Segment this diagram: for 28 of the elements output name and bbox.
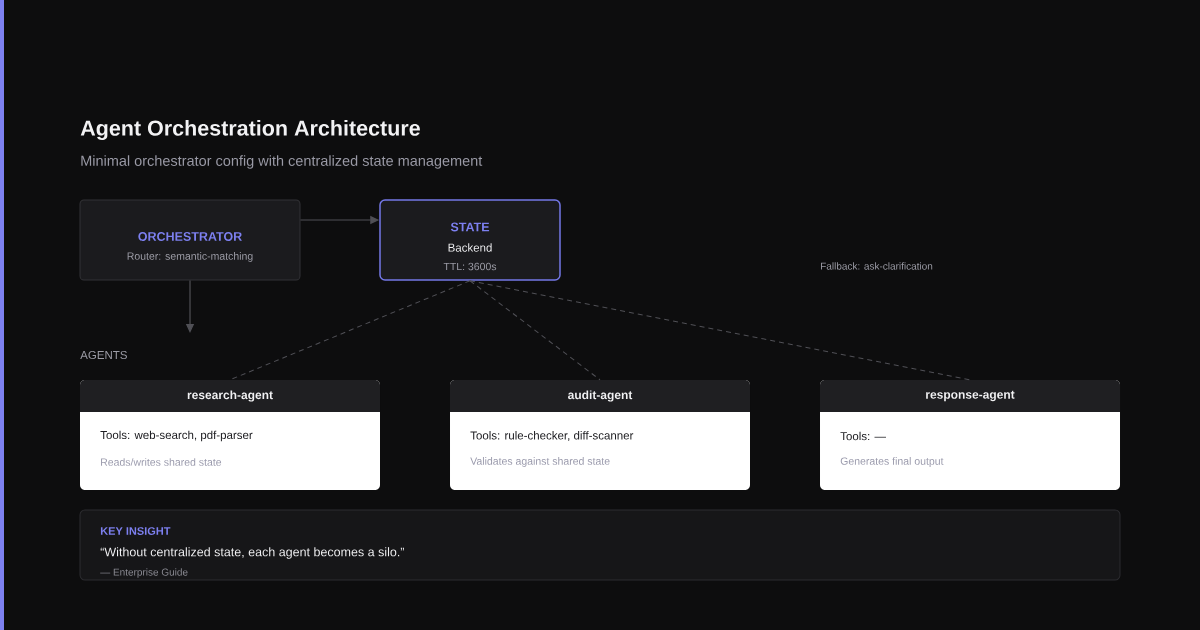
card-note: Reads/writes shared state [101, 458, 222, 466]
card [820, 380, 1120, 490]
card-text: Tools: web-search, pdf-parser [100, 430, 253, 442]
note-text: Fallback: ask-clarification [821, 262, 933, 270]
card-title: response-agent [926, 390, 1015, 402]
callout-heading: KEY INSIGHT [100, 527, 171, 535]
card-title: research-agent [187, 390, 273, 402]
subtitle: Minimal orchestrator config with centralized state management [81, 155, 483, 169]
card-note: Generates final output [840, 457, 944, 467]
card-text: Tools: rule-checker, diff-scanner [470, 431, 634, 441]
card-title: audit-agent [568, 390, 633, 402]
card-note: Validates against shared state [470, 457, 610, 467]
box-heading: STATE [450, 222, 490, 232]
title: Agent Orchestration Architecture [80, 119, 420, 141]
section-label: AGENTS [80, 350, 127, 360]
process-box [79, 199, 301, 281]
dashed-line [469, 280, 601, 381]
box-text: Router: semantic-matching [127, 252, 253, 262]
card [80, 380, 380, 490]
callout-box [79, 509, 1121, 581]
box-text: Backend [448, 243, 492, 252]
quote-source: — Enterprise Guide [100, 568, 188, 578]
box-heading: ORCHESTRATOR [138, 232, 242, 241]
box-text: TTL: 3600s [443, 262, 497, 271]
card [450, 380, 750, 490]
quote-text: “Without centralized state, each agent becomes a silo.” [100, 547, 404, 559]
highlighted-box [379, 199, 561, 281]
card-text: Tools: — [840, 431, 886, 441]
